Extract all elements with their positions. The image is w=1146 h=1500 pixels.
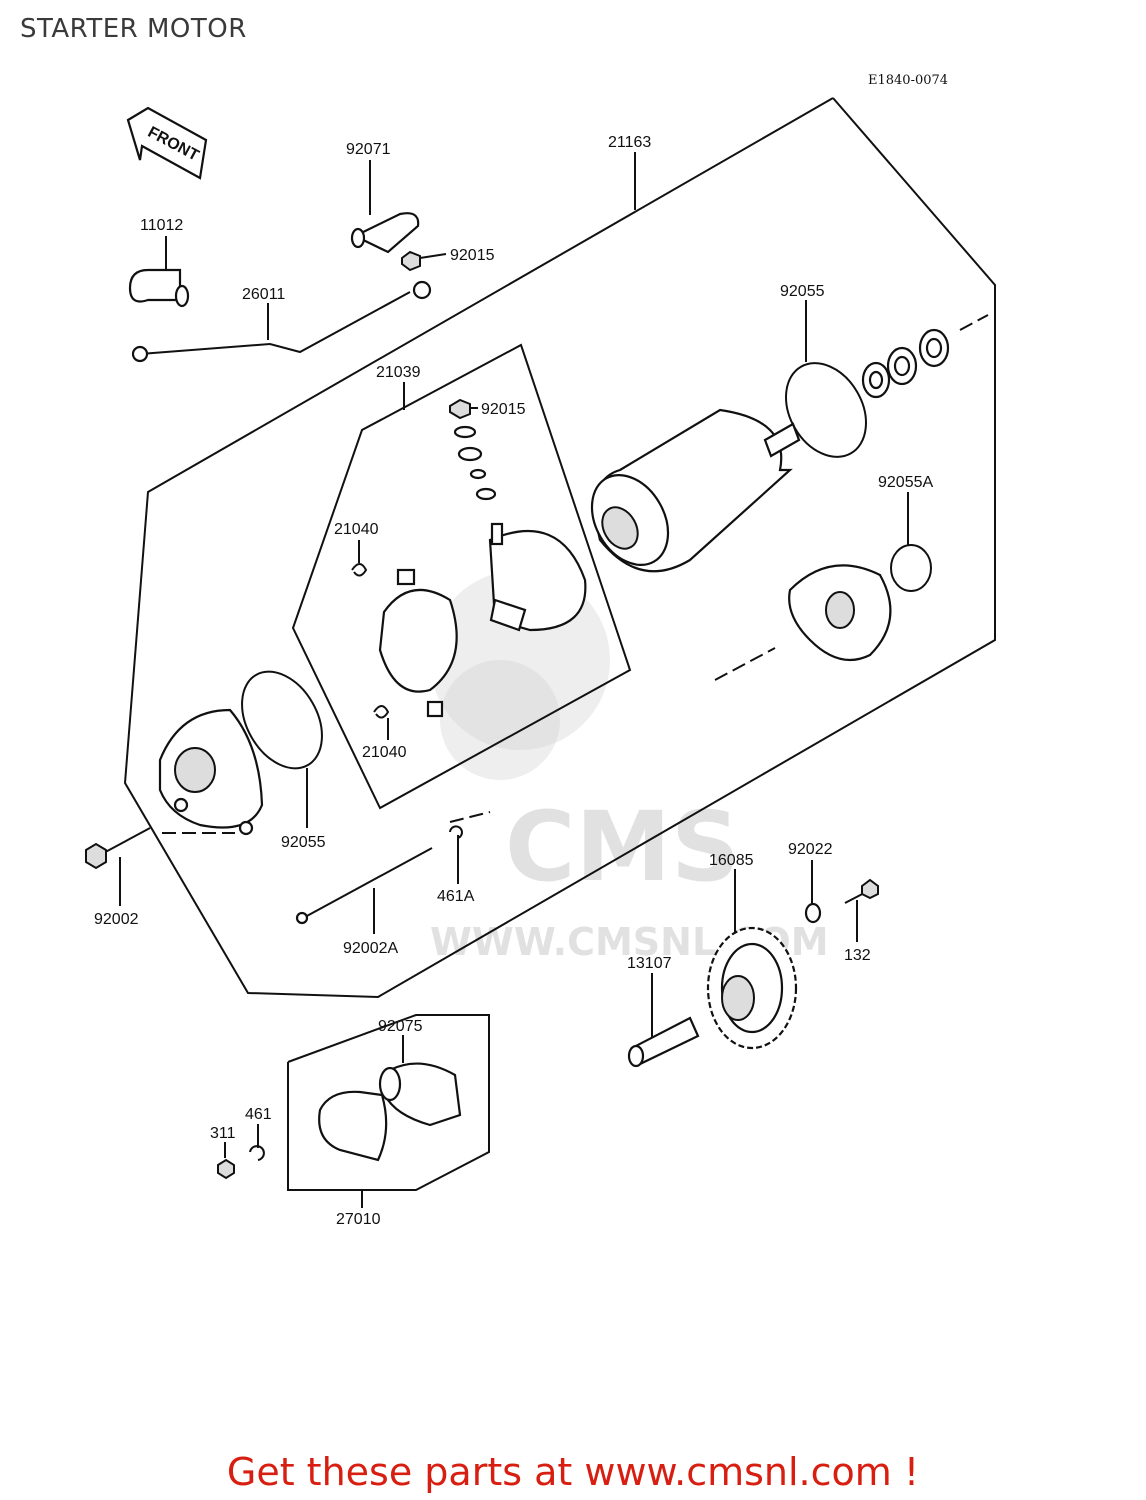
part-label-27010: 27010 — [336, 1211, 381, 1228]
part-label-16085: 16085 — [709, 852, 754, 869]
part-label-311: 311 — [210, 1125, 236, 1142]
front-arrow-icon: FRONT — [126, 106, 208, 180]
part-labels: 11012 92071 92015 21163 26011 92055 2103… — [94, 134, 933, 1228]
spring-21040-icon-2 — [373, 705, 390, 719]
nut-92015-icon — [401, 250, 421, 272]
watermark: CMS WWW.CMSNL.COM — [430, 570, 829, 964]
nut-311-icon — [217, 1158, 235, 1180]
rear-cover-icon — [158, 708, 264, 836]
clip-461A-icon — [449, 825, 463, 839]
leader-lines — [119, 152, 989, 1208]
part-label-92015-top: 92015 — [450, 247, 495, 264]
part-label-92055-top: 92055 — [780, 283, 825, 300]
bolt-132-icon — [844, 878, 879, 904]
bolt-92002-icon — [85, 827, 151, 870]
cable-26011-icon — [131, 280, 432, 363]
exploded-parts-diagram: CMS WWW.CMSNL.COM E1840-0074 FRONT — [85, 73, 996, 1228]
front-cover-icon — [788, 564, 892, 662]
spring-21040-icon — [351, 563, 368, 577]
part-label-92002A: 92002A — [343, 940, 398, 957]
part-label-11012: 11012 — [140, 217, 183, 234]
washer-set-icon — [861, 328, 950, 399]
brush-plate-icon — [378, 568, 458, 718]
boot-92071-icon — [350, 212, 420, 254]
part-label-461: 461 — [245, 1106, 272, 1123]
cap-11012-icon — [128, 268, 190, 308]
part-label-21040-b: 21040 — [362, 744, 407, 761]
page-title: STARTER MOTOR — [20, 14, 247, 44]
part-label-92015-mid: 92015 — [481, 401, 526, 418]
part-label-92022: 92022 — [788, 841, 833, 858]
promo-link[interactable]: Get these parts at www.cmsnl.com ! — [226, 1450, 920, 1494]
part-label-92075: 92075 — [378, 1018, 423, 1035]
diagram-code: E1840-0074 — [868, 73, 948, 88]
part-label-132: 132 — [844, 947, 871, 964]
washer-92022-icon — [804, 902, 822, 924]
washer-461-icon — [249, 1145, 265, 1161]
part-label-92071: 92071 — [346, 141, 391, 158]
assembly-outline-21039 — [291, 343, 632, 810]
part-label-21163: 21163 — [608, 134, 651, 151]
o-ring-92055-icon — [785, 362, 867, 458]
o-ring-92055A-icon — [890, 544, 932, 592]
part-label-92055-bottom: 92055 — [281, 834, 326, 851]
gear-16085-icon — [706, 926, 798, 1050]
part-label-21040-a: 21040 — [334, 521, 379, 538]
part-label-92002: 92002 — [94, 911, 139, 928]
assembly-outline-21163 — [123, 97, 996, 999]
solenoid-icon — [318, 1062, 462, 1162]
brush-holder-icon — [488, 522, 587, 632]
o-ring-92055-icon-2 — [241, 670, 323, 770]
part-label-21039: 21039 — [376, 364, 421, 381]
assembly-outline-27010 — [287, 1014, 490, 1191]
long-bolt-92002A-icon — [295, 847, 433, 925]
part-label-26011: 26011 — [242, 286, 285, 303]
washer-stack-icon — [449, 398, 497, 501]
part-label-13107: 13107 — [627, 955, 672, 972]
shaft-13107-icon — [627, 1016, 700, 1068]
motor-body-icon — [590, 408, 801, 573]
part-label-92055A: 92055A — [878, 474, 933, 491]
part-label-461A: 461A — [437, 888, 475, 905]
